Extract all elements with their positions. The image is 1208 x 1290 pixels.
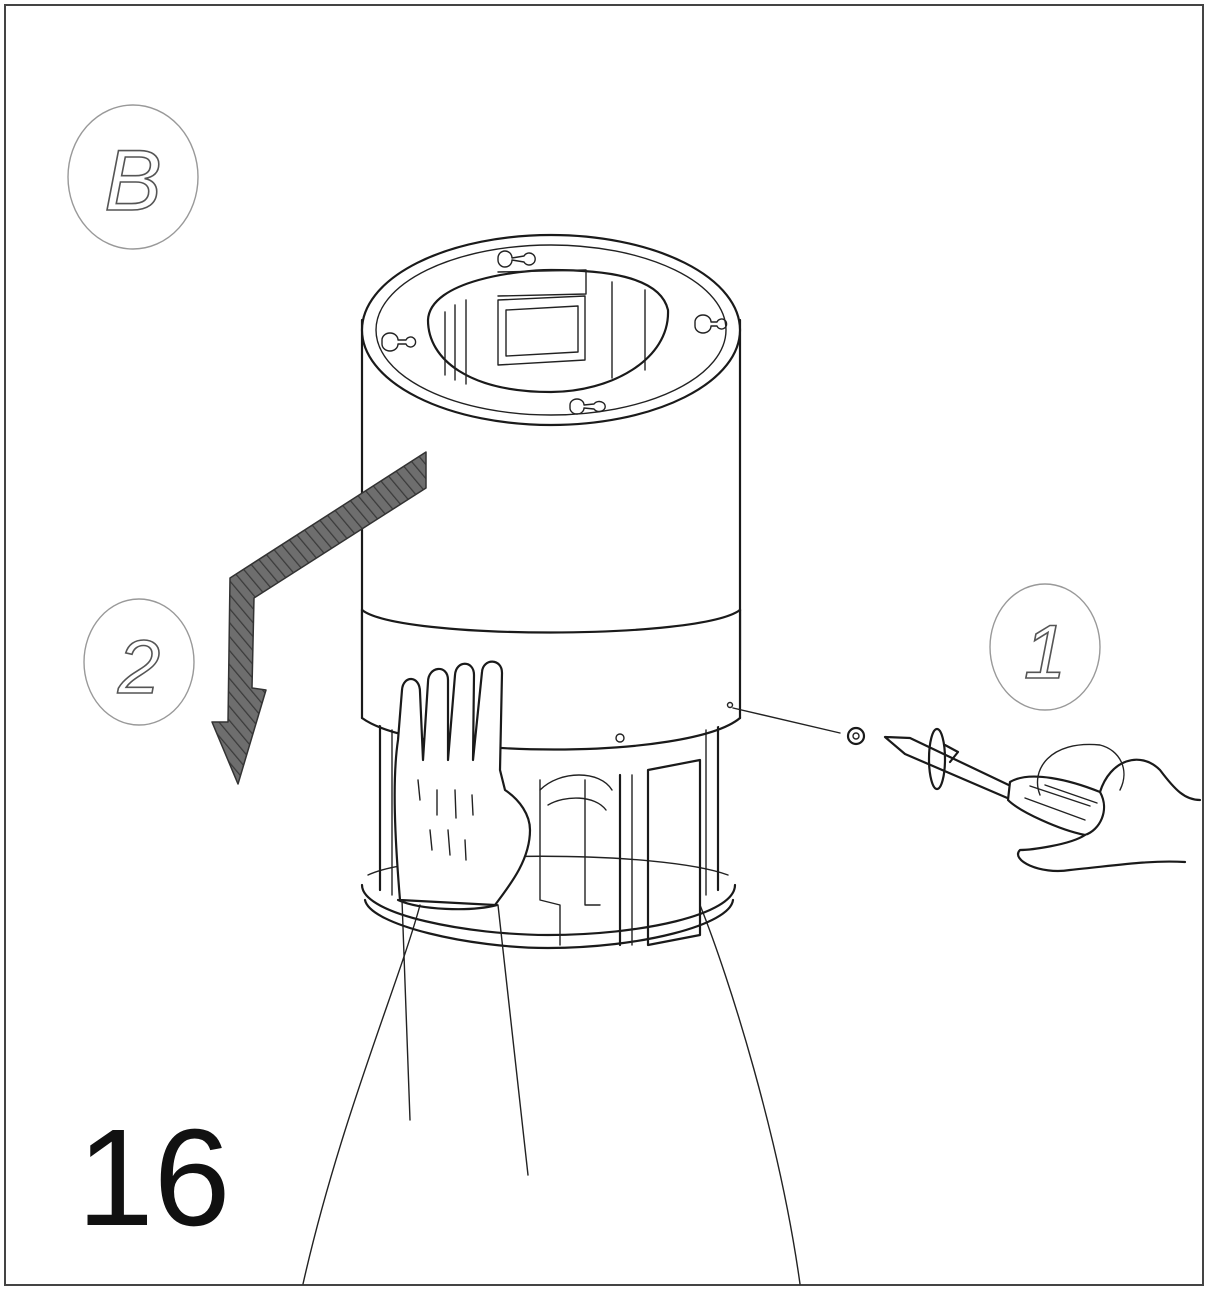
right-hand xyxy=(1016,743,1202,873)
view-label: B xyxy=(104,133,161,229)
step-one-label: 1 xyxy=(1024,610,1066,695)
hand xyxy=(393,660,532,1176)
step-two-label: 2 xyxy=(117,625,160,710)
top-flange xyxy=(360,233,742,427)
page-frame xyxy=(4,4,1204,1286)
step-two-circle: 2 xyxy=(83,598,195,726)
view-label-circle: B xyxy=(67,104,199,250)
screw xyxy=(732,707,866,746)
step-one-circle: 1 xyxy=(989,583,1101,711)
rotation-arrow-icon xyxy=(927,727,960,791)
screwdriver xyxy=(883,735,1106,837)
inner-frame xyxy=(378,718,720,947)
figure-number: 16 xyxy=(77,1101,231,1255)
forearm xyxy=(302,904,801,1285)
downward-arrow xyxy=(211,451,427,785)
